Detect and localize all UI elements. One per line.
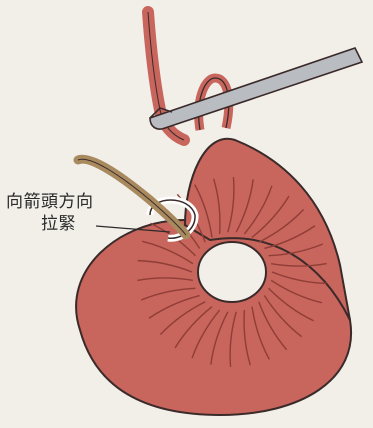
center-ring-hole [198, 242, 266, 302]
annotation-line-1: 向箭頭方向 [6, 192, 94, 212]
annotation-line-2: 拉緊 [41, 214, 76, 234]
